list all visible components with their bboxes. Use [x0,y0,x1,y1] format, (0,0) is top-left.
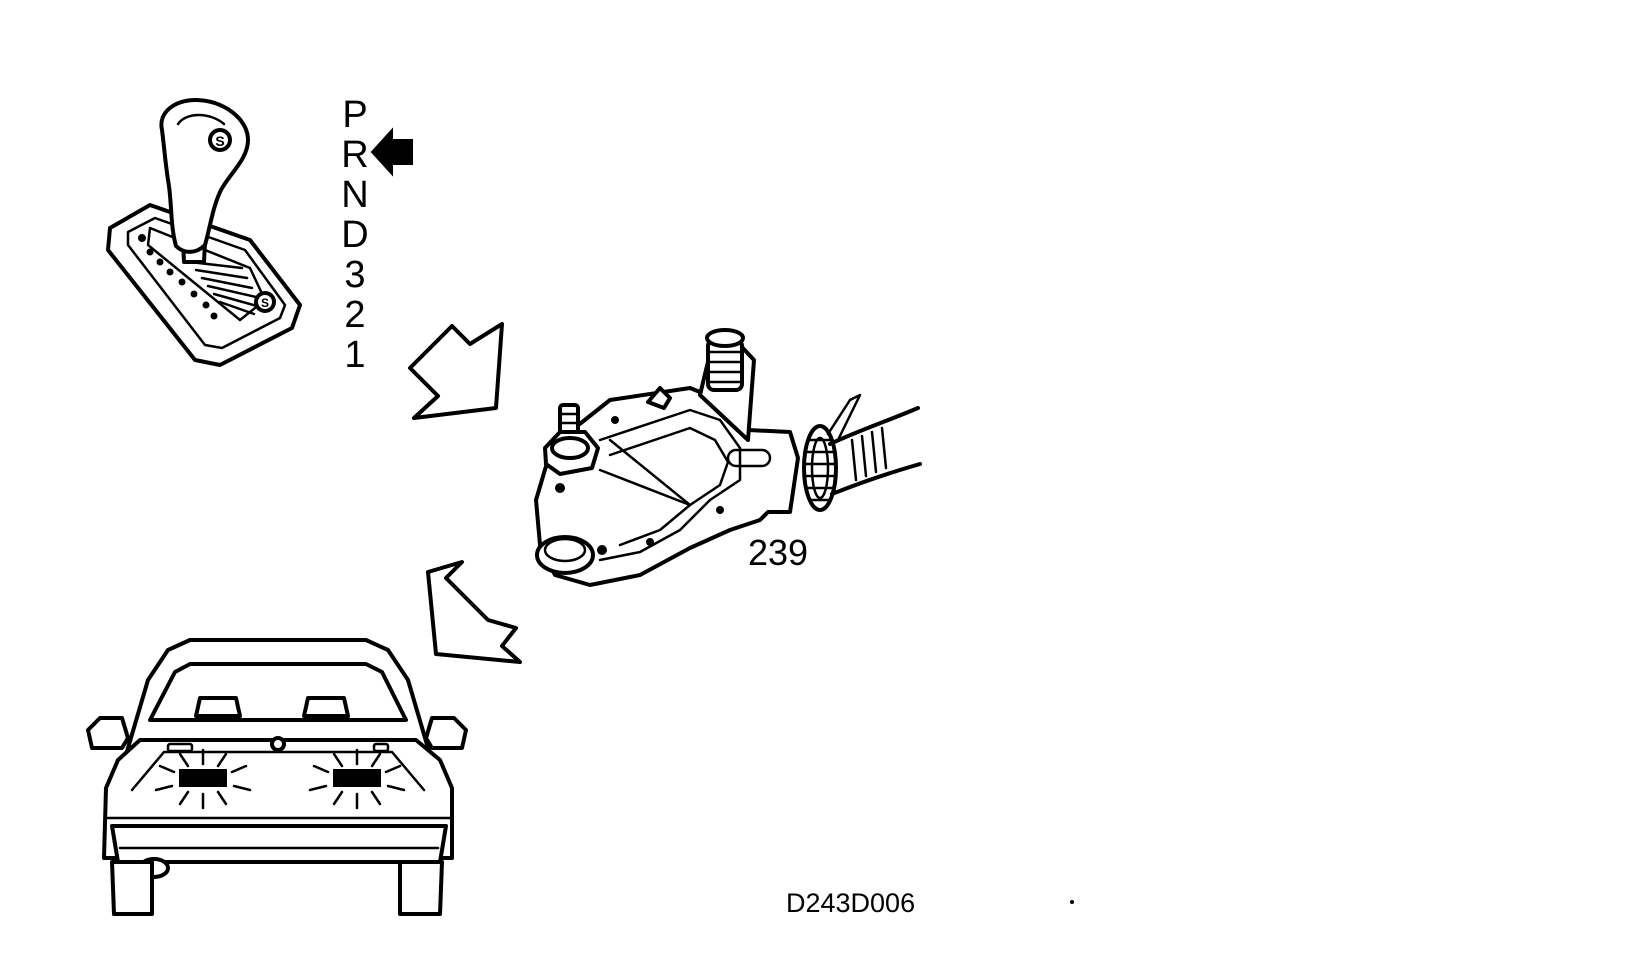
gear-position-label-p: P [342,94,368,136]
gear-position-label-d: D [341,214,369,256]
speck-mark [1070,900,1074,904]
gear-position-label-1: 1 [344,334,366,376]
figure-code: D243D006 [786,888,916,918]
flow-arrow-down-left-icon [426,560,522,664]
left-arrow-icon [370,127,413,177]
svg-text:S: S [261,296,269,310]
part-number-callout: 239 [748,532,809,573]
gear-lever-icon: S S [106,98,302,367]
car-rear-view-icon [86,638,468,916]
gear-position-label-2: 2 [344,294,366,336]
switch-icon [534,328,922,587]
gear-position-label-n: N [341,174,369,216]
gear-position-label-r: R [341,134,369,176]
flow-arrow-down-right-icon [408,322,504,420]
svg-text:S: S [215,133,224,149]
gear-position-label-3: 3 [344,254,366,296]
